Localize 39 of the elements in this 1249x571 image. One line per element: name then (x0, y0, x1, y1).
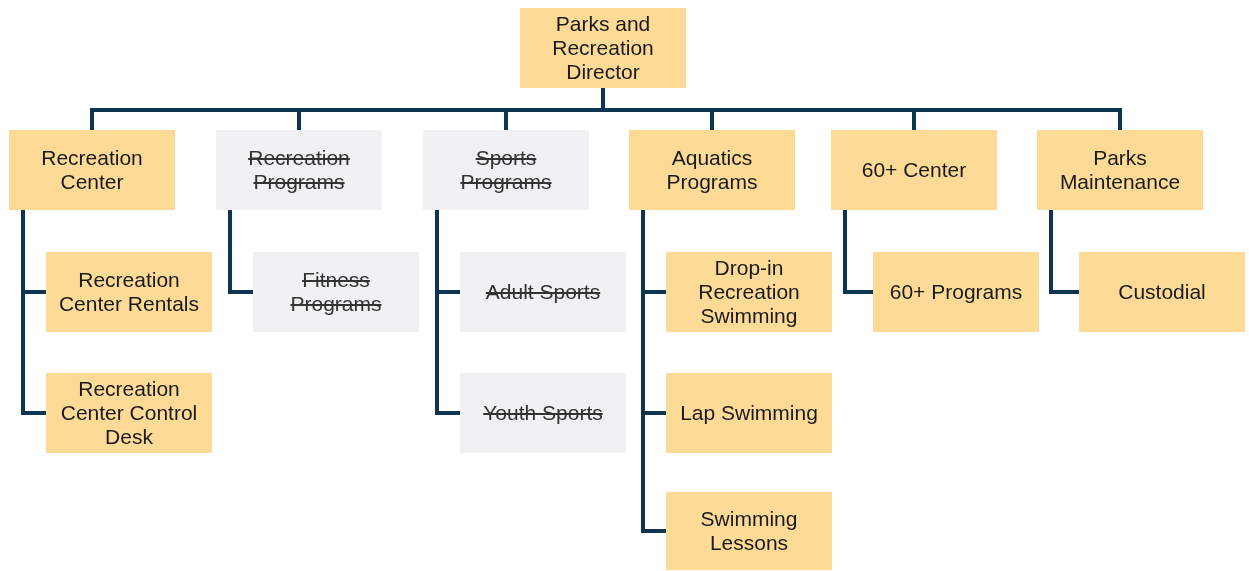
role-title: Recreation Programs (247, 146, 351, 194)
connector-line (641, 210, 666, 533)
role-title: Parks and Recreation Director (551, 12, 655, 84)
role-title: Youth Sports (483, 401, 603, 425)
role-title: 60+ Programs (889, 280, 1023, 304)
role-box (46, 252, 212, 332)
role-title: 60+ Center (861, 158, 967, 182)
role-box (629, 130, 795, 210)
inactive-role-box (460, 252, 626, 332)
role-title: Recreation Center Rentals (57, 268, 201, 316)
role-box (46, 373, 212, 453)
connector-line (601, 88, 1122, 130)
role-title: Lap Swimming (680, 401, 818, 425)
role-title: Recreation Center (40, 146, 144, 194)
role-box (831, 130, 997, 210)
connector-line (1049, 210, 1079, 294)
role-box (520, 8, 686, 88)
role-box (666, 252, 832, 332)
role-box (666, 373, 832, 453)
role-title: Swimming Lessons (699, 507, 799, 555)
role-title: Custodial (1118, 280, 1206, 304)
inactive-role-box (216, 130, 382, 210)
inactive-role-box (423, 130, 589, 210)
role-title: Fitness Programs (289, 268, 383, 316)
inactive-role-box (253, 252, 419, 332)
role-title: Parks Maintenance (1058, 146, 1182, 194)
role-box (9, 130, 175, 210)
role-box (666, 492, 832, 570)
role-title: Aquatics Programs (665, 146, 759, 194)
inactive-role-box (460, 373, 626, 453)
role-box (1079, 252, 1245, 332)
role-title: Drop-in Recreation Swimming (697, 256, 801, 328)
role-title: Adult Sports (485, 280, 601, 304)
connector-line (228, 210, 253, 294)
role-box (873, 252, 1039, 332)
role-title: Recreation Center Control Desk (59, 377, 199, 449)
role-box (1037, 130, 1203, 210)
connector-line (843, 210, 873, 294)
role-title: Sports Programs (459, 146, 553, 194)
